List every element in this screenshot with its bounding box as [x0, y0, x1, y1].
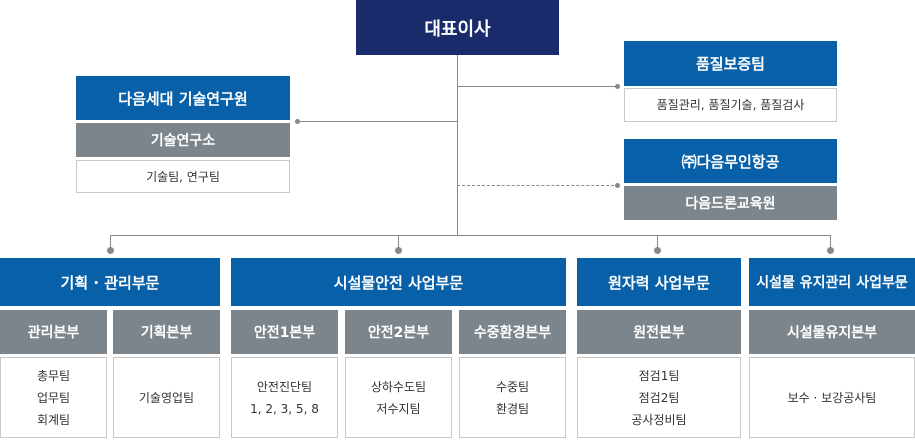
team: 기술영업팀 — [138, 390, 195, 405]
division-3-header: 원자력 사업부문 — [577, 258, 741, 306]
division-2-title: 시설물안전 사업부문 — [333, 273, 464, 292]
division-dot-1 — [107, 247, 114, 254]
quality-connector — [457, 86, 619, 87]
division-4-unit-1-teams: 보수 · 보강공사팀 — [749, 357, 915, 438]
airline-title-box: ㈜다음무인항공 — [624, 139, 837, 183]
division-2-unit-1-teams: 안전진단팀 1, 2, 3, 5, 8 — [231, 357, 338, 438]
airline-dashed-connector — [457, 185, 619, 186]
division-3-title: 원자력 사업부문 — [608, 273, 710, 292]
team: 총무팀 — [36, 368, 71, 383]
unit-name: 안전1본부 — [253, 325, 316, 341]
division-2-unit-3: 수중환경본부 — [459, 310, 566, 354]
division-dot-2 — [395, 247, 402, 254]
quality-items-box: 품질관리, 품질기술, 품질검사 — [624, 88, 837, 122]
rnd-connector — [297, 121, 457, 122]
quality-connector-dot — [615, 84, 620, 89]
team: 저수지팀 — [376, 401, 421, 416]
division-1-header: 기획 · 관리부문 — [0, 258, 220, 306]
ceo-label: 대표이사 — [424, 18, 491, 40]
unit-name: 수중환경본부 — [473, 325, 552, 341]
rnd-sub: 기술연구소 — [150, 133, 216, 149]
division-4-unit-1: 시설물유지본부 — [749, 310, 915, 354]
team: 안전진단팀 — [256, 379, 313, 394]
division-drop-1 — [110, 235, 111, 251]
division-1-unit-2: 기획본부 — [113, 310, 220, 354]
airline-sub: 다음드론교육원 — [685, 196, 776, 212]
rnd-items-box: 기술팀, 연구팀 — [76, 160, 290, 193]
division-drop-3 — [657, 235, 658, 251]
unit-name: 원전본부 — [633, 325, 685, 341]
rnd-sub-box: 기술연구소 — [76, 123, 290, 157]
unit-name: 안전2본부 — [367, 325, 430, 341]
rnd-title-box: 다음세대 기술연구원 — [76, 76, 290, 120]
ceo-box: 대표이사 — [356, 0, 559, 55]
airline-title: ㈜다음무인항공 — [681, 152, 780, 171]
team: 환경팀 — [495, 401, 530, 416]
team: 점검1팀 — [638, 368, 680, 383]
division-2-unit-3-teams: 수중팀 환경팀 — [459, 357, 566, 438]
division-2-header: 시설물안전 사업부문 — [231, 258, 566, 306]
team: 회계팀 — [36, 412, 71, 427]
unit-name: 기획본부 — [140, 325, 193, 341]
quality-title: 품질보증팀 — [695, 55, 765, 73]
rnd-connector-dot — [295, 119, 300, 124]
division-dot-3 — [654, 247, 661, 254]
division-2-unit-2: 안전2본부 — [345, 310, 452, 354]
division-2-unit-1: 안전1본부 — [231, 310, 338, 354]
division-1-title: 기획 · 관리부문 — [60, 273, 160, 292]
division-1-unit-2-teams: 기술영업팀 — [113, 357, 220, 438]
airline-sub-box: 다음드론교육원 — [624, 186, 837, 220]
team: 수중팀 — [495, 379, 530, 394]
quality-items: 품질관리, 품질기술, 품질검사 — [656, 98, 805, 112]
quality-title-box: 품질보증팀 — [624, 41, 837, 86]
team: 업무팀 — [36, 390, 71, 405]
team: 1, 2, 3, 5, 8 — [250, 401, 319, 416]
airline-connector-dot — [615, 183, 620, 188]
team: 점검2팀 — [638, 390, 680, 405]
division-dot-4 — [827, 247, 834, 254]
team: 공사정비팀 — [631, 412, 687, 427]
division-2-unit-2-teams: 상하수도팀 저수지팀 — [345, 357, 452, 438]
division-4-title: 시설물 유지관리 사업부문 — [756, 275, 908, 291]
rnd-items: 기술팀, 연구팀 — [146, 169, 220, 184]
unit-name: 관리본부 — [27, 325, 80, 341]
division-drop-2 — [398, 235, 399, 251]
division-3-unit-1-teams: 점검1팀 점검2팀 공사정비팀 — [577, 357, 741, 438]
division-1-unit-1: 관리본부 — [0, 310, 107, 354]
rnd-title: 다음세대 기술연구원 — [118, 89, 248, 108]
division-drop-4 — [830, 235, 831, 251]
unit-name: 시설물유지본부 — [786, 325, 878, 341]
team: 상하수도팀 — [370, 379, 427, 394]
division-horizontal-connector — [110, 235, 831, 236]
division-1-unit-1-teams: 총무팀 업무팀 회계팀 — [0, 357, 107, 438]
division-3-unit-1: 원전본부 — [577, 310, 741, 354]
ceo-vertical-connector — [457, 55, 458, 235]
team: 보수 · 보강공사팀 — [787, 390, 877, 405]
division-4-header: 시설물 유지관리 사업부문 — [749, 258, 915, 306]
